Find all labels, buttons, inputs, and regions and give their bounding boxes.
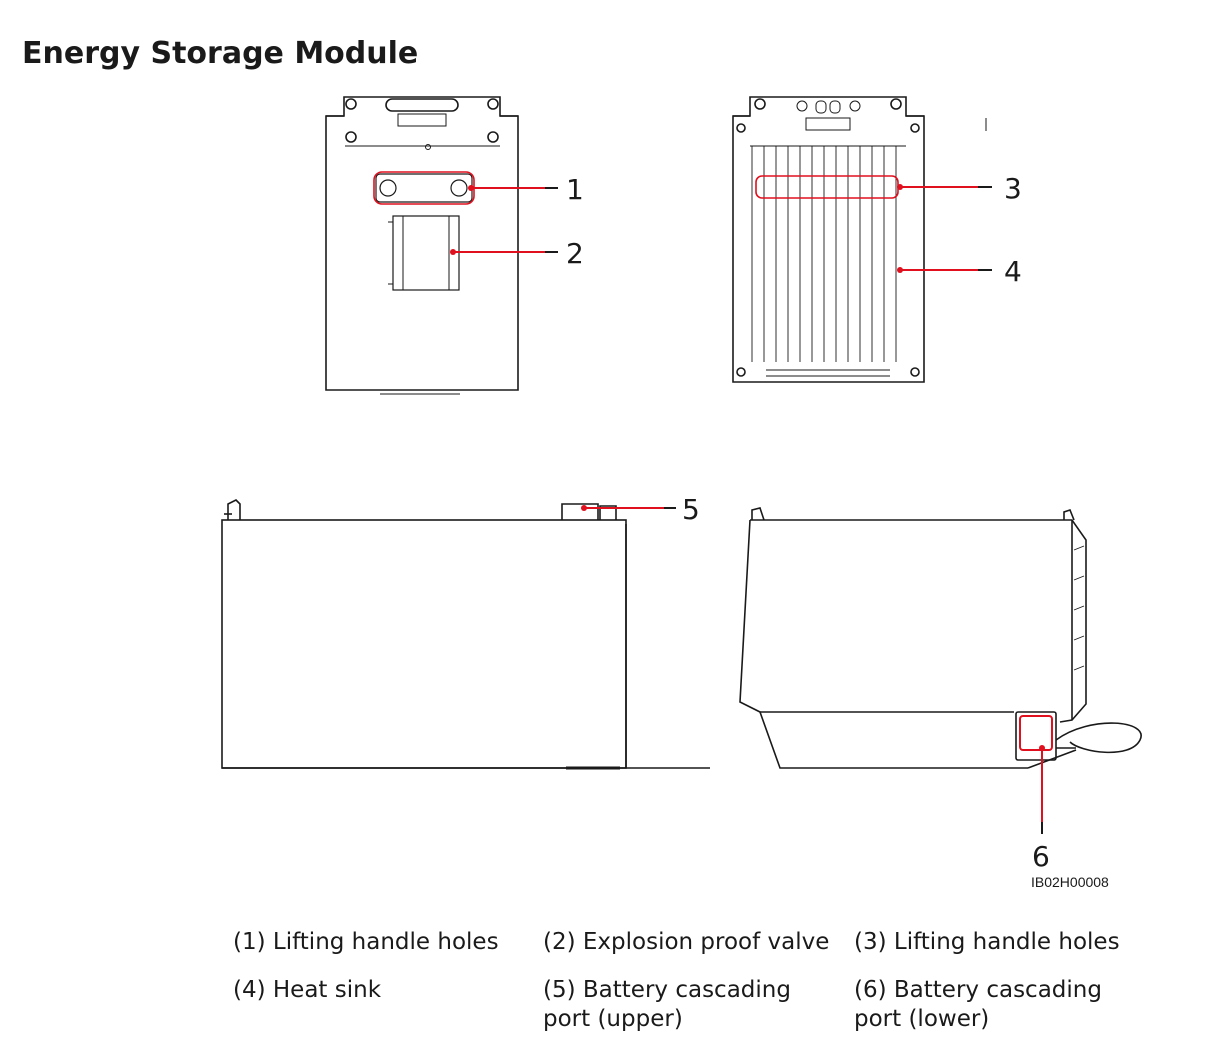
figure-id: IB02H00008: [1031, 874, 1109, 890]
callout-6: 6: [1032, 840, 1050, 873]
callout-5-marker: [581, 505, 676, 511]
callout-1: 1: [566, 173, 584, 206]
side-view: [221, 499, 710, 770]
back-view: [732, 96, 987, 383]
legend-item-5: (5) Battery cascading port (upper): [543, 977, 791, 1032]
callout-4: 4: [1004, 255, 1022, 288]
legend-item-2: (2) Explosion proof valve: [543, 929, 830, 955]
page-title: Energy Storage Module: [22, 36, 419, 71]
legend-item-6: (6) Battery cascading port (lower): [854, 977, 1102, 1032]
callout-6-marker: [1019, 715, 1053, 834]
front-view: [325, 96, 519, 395]
callout-3-marker: [755, 175, 992, 199]
callout-1-marker: [373, 171, 558, 205]
legend-item-1: (1) Lifting handle holes: [233, 929, 499, 955]
callout-2: 2: [566, 237, 584, 270]
callout-4-marker: [897, 267, 992, 273]
callout-5: 5: [682, 493, 700, 526]
legend-item-3: (3) Lifting handle holes: [854, 929, 1120, 955]
callout-2-marker: [450, 249, 558, 255]
legend-item-4: (4) Heat sink: [233, 977, 382, 1003]
callout-3: 3: [1004, 172, 1022, 205]
perspective-view: [739, 507, 1142, 769]
